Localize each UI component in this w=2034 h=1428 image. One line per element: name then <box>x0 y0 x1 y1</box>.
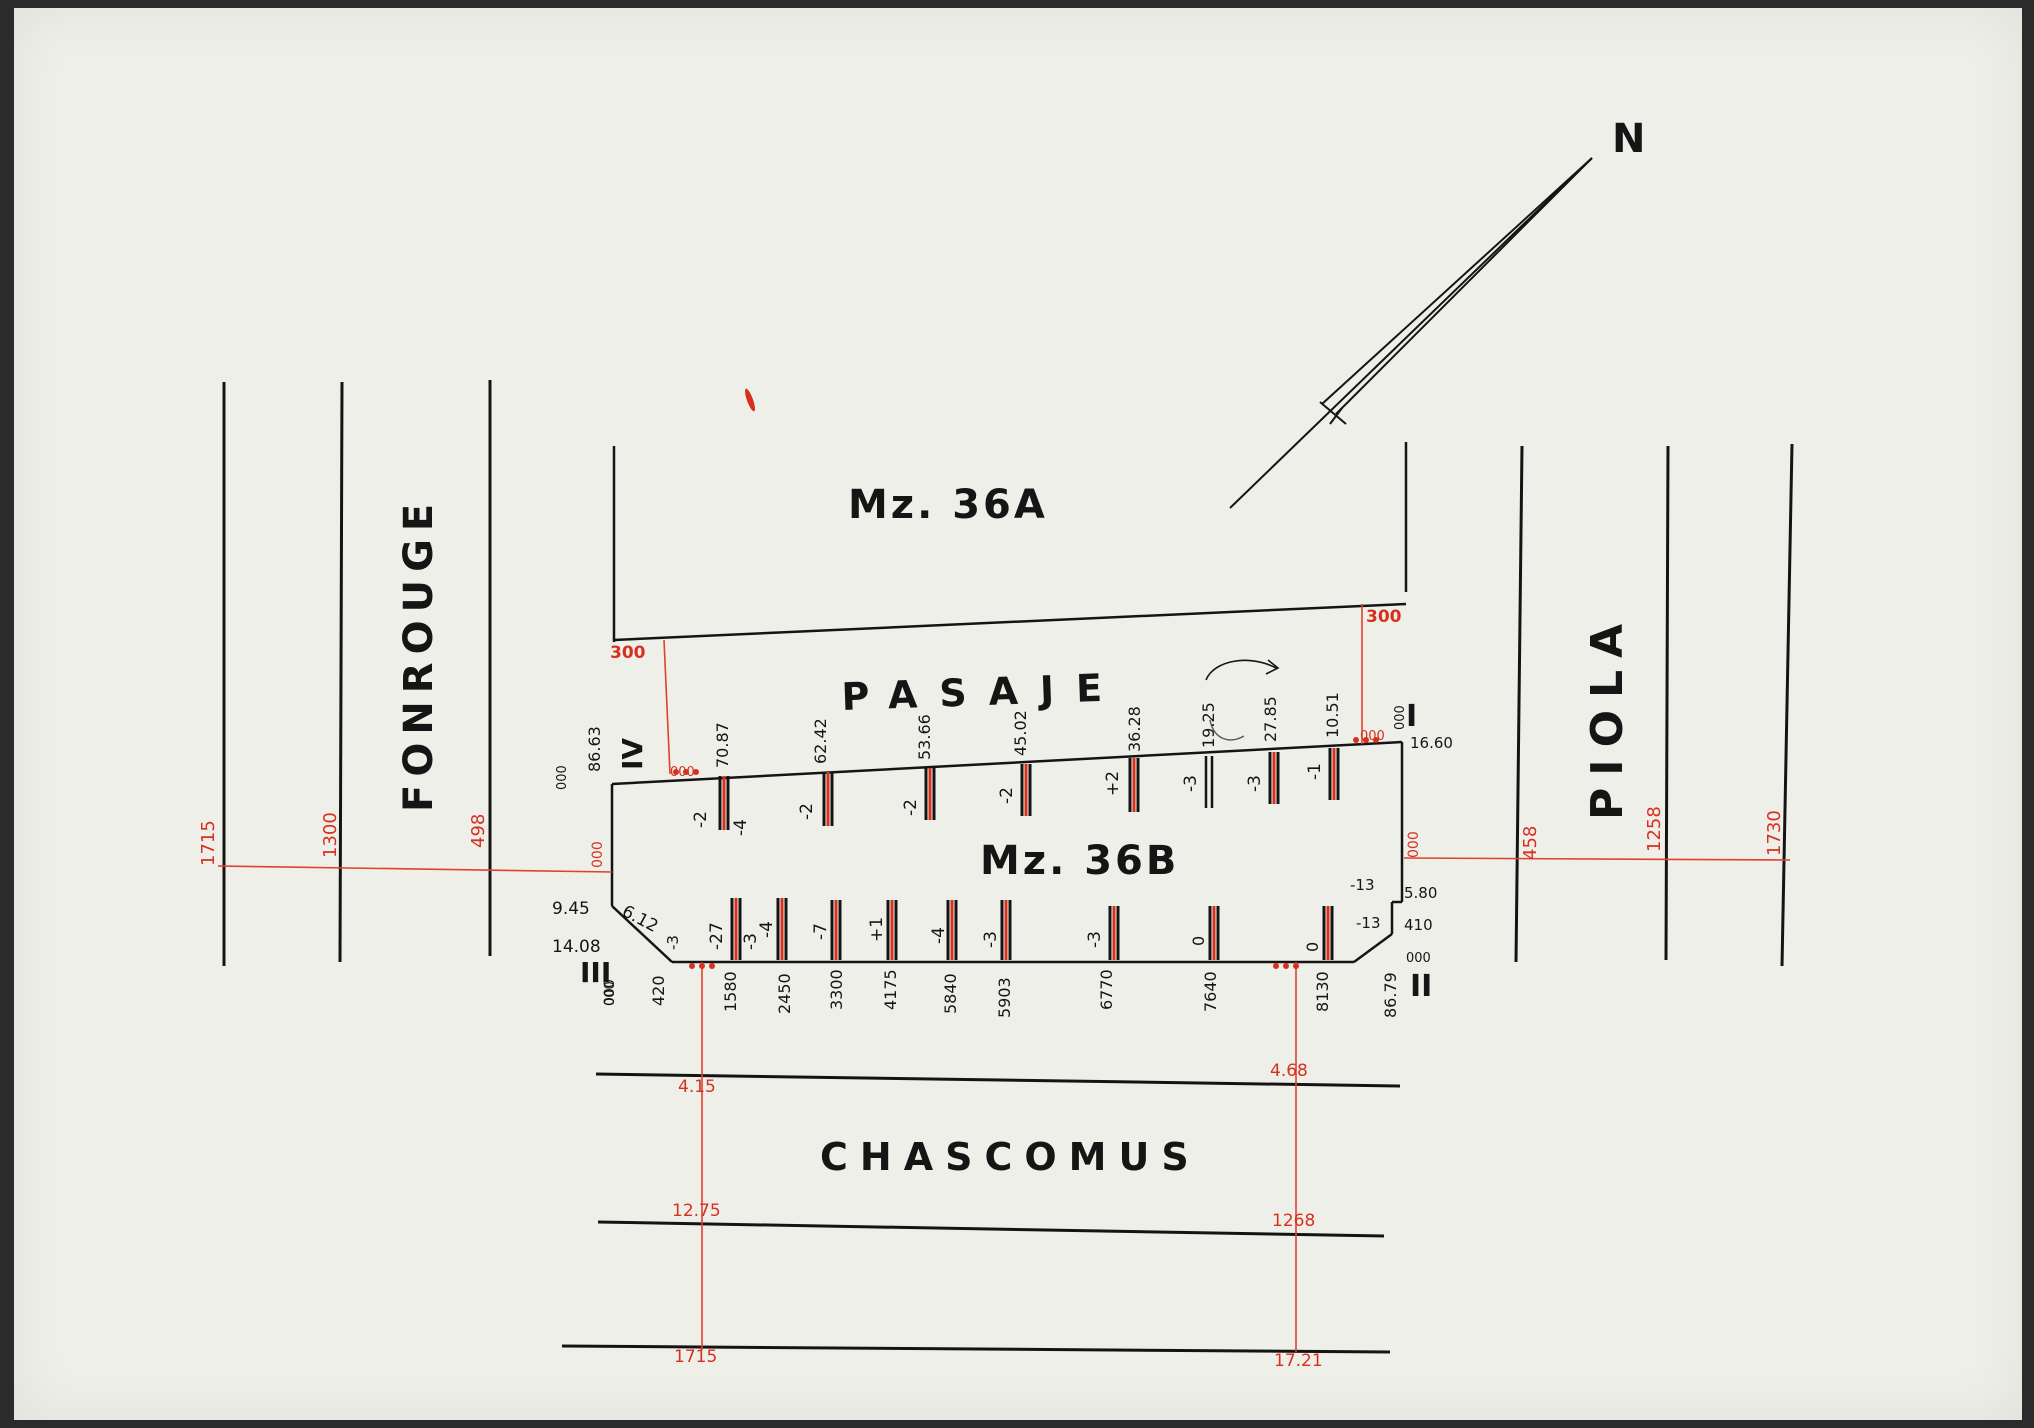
east-side-dim: -13 <box>1350 876 1375 894</box>
chascomus-dim: 4.15 <box>678 1077 716 1097</box>
top-level: -1 <box>1305 763 1325 780</box>
chascomus-dim: 12.75 <box>672 1201 721 1221</box>
block-36b-outline <box>610 740 1404 964</box>
block-36a-outline <box>612 442 1408 642</box>
street-pasaje: PASAJE <box>841 665 1125 719</box>
bottom-level: +1 <box>867 917 887 942</box>
top-dim: 62.42 <box>811 718 830 764</box>
red-ticks <box>673 388 1379 969</box>
bottom-level: -27 <box>707 922 727 950</box>
west-side-dim: 14.08 <box>552 937 601 957</box>
bottom-dim: 5903 <box>995 977 1014 1018</box>
top-dim: 19.25 <box>1199 702 1218 748</box>
bottom-level: -3 <box>981 931 1001 948</box>
bottom-dim: 1580 <box>721 971 740 1012</box>
east-side-dim: 16.60 <box>1410 734 1453 752</box>
bottom-dim: 3300 <box>827 969 846 1010</box>
lot-marks-top <box>718 748 1340 830</box>
west-dim-1715: 1715 <box>198 820 219 866</box>
curved-arrow-2 <box>1209 719 1245 741</box>
corner-iii: III <box>580 956 611 989</box>
top-dim: 27.85 <box>1261 696 1280 742</box>
top-level: -2 <box>797 803 817 820</box>
top-dim: 70.87 <box>713 722 732 768</box>
top-level: -2 <box>997 787 1017 804</box>
block-36b-label: Mz. 36B <box>980 838 1179 884</box>
west-dim-000: 000 <box>590 841 606 868</box>
curved-arrow <box>1205 659 1277 681</box>
bottom-dim: 420 <box>649 975 668 1006</box>
bottom-dim: 8130 <box>1313 971 1332 1012</box>
bottom-level: 0 <box>1303 942 1322 952</box>
pasaje-dim-left: 300 <box>610 643 646 663</box>
east-side-dim: 5.80 <box>1404 884 1437 902</box>
bottom-level: -3 <box>741 933 761 950</box>
bottom-level: -3 <box>664 935 682 950</box>
drawing-sheet <box>14 8 2022 1420</box>
chascomus-dim: 4.68 <box>1270 1061 1308 1081</box>
east-side-dim: 000 <box>1406 951 1431 966</box>
chascomus-dim: 17.21 <box>1274 1351 1323 1371</box>
top-level: -4 <box>731 819 751 836</box>
top-dim: 36.28 <box>1125 706 1144 752</box>
bottom-dim: 86.79 <box>1381 972 1400 1018</box>
corner-i: I <box>1406 699 1417 734</box>
top-dim: 86.63 <box>585 726 604 772</box>
west-side-dim: 000 <box>555 765 570 790</box>
east-dim-1258: 1258 <box>1644 806 1665 852</box>
pasaje-dim-right: 300 <box>1366 607 1402 627</box>
east-dim-1730: 1730 <box>1764 810 1785 856</box>
top-level: -2 <box>691 811 711 828</box>
street-fonrouge: FONROUGE <box>396 496 442 812</box>
bottom-level: -4 <box>757 921 777 938</box>
west-dim-1300: 1300 <box>320 812 341 858</box>
east-side-dim: 410 <box>1404 916 1433 934</box>
bottom-dim: 4175 <box>881 969 900 1010</box>
top-dim: 53.66 <box>915 714 934 760</box>
bottom-level: 0 <box>1189 936 1208 946</box>
top-level: -2 <box>901 799 921 816</box>
street-chascomus: CHASCOMUS <box>820 1135 1201 1179</box>
bottom-level: -7 <box>811 923 831 940</box>
corner-iv: IV <box>616 738 649 770</box>
corner-ii: II <box>1410 969 1432 1004</box>
chascomus-dim: 1715 <box>674 1347 717 1367</box>
chascomus-dim: 1268 <box>1272 1211 1315 1231</box>
west-side-dim: 9.45 <box>552 899 590 919</box>
north-label: N <box>1612 116 1645 162</box>
piola-street-lines <box>1514 443 1794 967</box>
fonrouge-street-lines <box>222 380 492 966</box>
curved-arrow-head <box>1265 659 1280 675</box>
street-piola: PIOLA <box>1582 612 1633 820</box>
top-level: -3 <box>1181 775 1201 792</box>
bottom-dim: 2450 <box>775 973 794 1014</box>
bottom-dim: 5840 <box>941 973 960 1014</box>
red-reference-lines <box>217 604 1791 1352</box>
chascomus-street-lines <box>561 1072 1401 1354</box>
top-dim: 45.02 <box>1011 710 1030 756</box>
west-side-dim: 000 <box>603 981 618 1006</box>
bottom-level: -4 <box>929 927 949 944</box>
pasaje-dim-p2: 000 <box>670 765 695 780</box>
bottom-dim: 000 <box>602 979 618 1006</box>
top-dim: 10.51 <box>1323 692 1342 738</box>
top-level: -3 <box>1245 775 1265 792</box>
bottom-level: -3 <box>1085 931 1105 948</box>
east-dim-458: 458 <box>1520 826 1541 860</box>
bottom-dim: 6770 <box>1097 969 1116 1010</box>
west-dim-498: 498 <box>468 814 489 848</box>
north-arrow <box>1229 157 1593 509</box>
top-level: +2 <box>1103 771 1123 796</box>
east-side-dim: 000 <box>1393 705 1408 730</box>
east-side-dim: -13 <box>1356 914 1381 932</box>
lot-marks-bottom <box>730 898 1334 960</box>
bottom-dim: 7640 <box>1201 971 1220 1012</box>
east-dim-000: 000 <box>1406 831 1422 858</box>
block-36a-label: Mz. 36A <box>848 482 1048 528</box>
pasaje-dim-p1: 000 <box>1360 729 1385 744</box>
